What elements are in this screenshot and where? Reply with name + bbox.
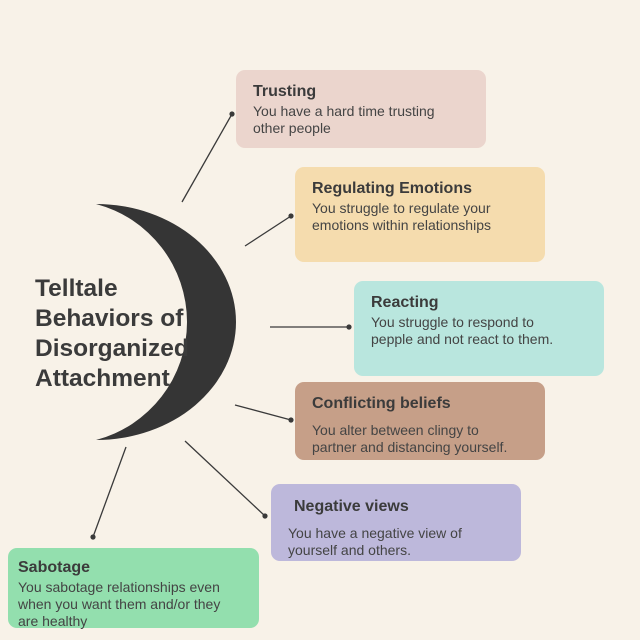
main-title: Telltale Behaviors of Disorganized Attac… xyxy=(35,274,235,394)
card-description: You have a hard time trusting other peop… xyxy=(253,103,470,137)
title-line: Telltale xyxy=(35,275,118,302)
card-description-line: You have a hard time trusting xyxy=(253,103,435,119)
connector-line-negative xyxy=(184,440,266,517)
card-description-line: other people xyxy=(253,120,331,136)
card-conflicting-beliefs: Conflicting beliefs You alter between cl… xyxy=(295,382,545,460)
connector-dot-regulating xyxy=(288,213,294,219)
card-description: You alter between clingy to partner and … xyxy=(312,422,529,456)
card-negative-views: Negative views You have a negative view … xyxy=(271,484,521,561)
card-description-line: are healthy xyxy=(18,613,88,629)
card-title: Conflicting beliefs xyxy=(312,395,451,412)
connector-dot-trusting xyxy=(229,111,235,117)
card-title: Sabotage xyxy=(18,559,91,576)
card-description-line: You alter between clingy to xyxy=(312,422,479,438)
card-description: You struggle to respond to pepple and no… xyxy=(371,314,588,348)
connector-dot-conflicting xyxy=(288,417,294,423)
connector-dot-negative xyxy=(262,513,268,519)
connector-line-regulating xyxy=(244,215,292,247)
card-description-line: You struggle to respond to xyxy=(371,314,534,330)
connector-line-sabotage xyxy=(92,446,127,538)
card-trusting: Trusting You have a hard time trusting o… xyxy=(236,70,486,148)
title-line: Disorganized xyxy=(35,335,189,362)
connector-line-conflicting xyxy=(234,404,292,421)
card-regulating-emotions: Regulating Emotions You struggle to regu… xyxy=(295,167,545,262)
title-line: Attachment xyxy=(35,365,170,392)
card-description-line: partner and distancing yourself. xyxy=(312,439,508,455)
title-line: Behaviors of xyxy=(35,305,184,332)
card-description-line: pepple and not react to them. xyxy=(371,331,554,347)
card-description-line: emotions within relationships xyxy=(312,217,491,233)
connector-dot-sabotage xyxy=(90,534,96,540)
card-sabotage: Sabotage You sabotage relationships even… xyxy=(8,548,259,630)
card-description-line: yourself and others. xyxy=(288,542,411,558)
card-title: Trusting xyxy=(253,83,317,100)
card-description: You sabotage relationships even when you… xyxy=(18,579,247,630)
card-description-line: when you want them and/or they xyxy=(18,596,221,612)
card-reacting: Reacting You struggle to respond to pepp… xyxy=(354,281,604,376)
card-description-line: You sabotage relationships even xyxy=(18,579,220,595)
card-description: You have a negative view of yourself and… xyxy=(288,525,505,559)
card-description: You struggle to regulate your emotions w… xyxy=(312,200,529,234)
connector-dot-reacting xyxy=(346,324,352,330)
card-description-line: You struggle to regulate your xyxy=(312,200,491,216)
card-title: Reacting xyxy=(371,294,439,311)
card-title: Regulating Emotions xyxy=(312,180,472,197)
card-title: Negative views xyxy=(294,498,409,515)
connector-line-trusting xyxy=(181,113,233,203)
crescent-moon-shape xyxy=(96,204,236,440)
card-description-line: You have a negative view of xyxy=(288,525,462,541)
